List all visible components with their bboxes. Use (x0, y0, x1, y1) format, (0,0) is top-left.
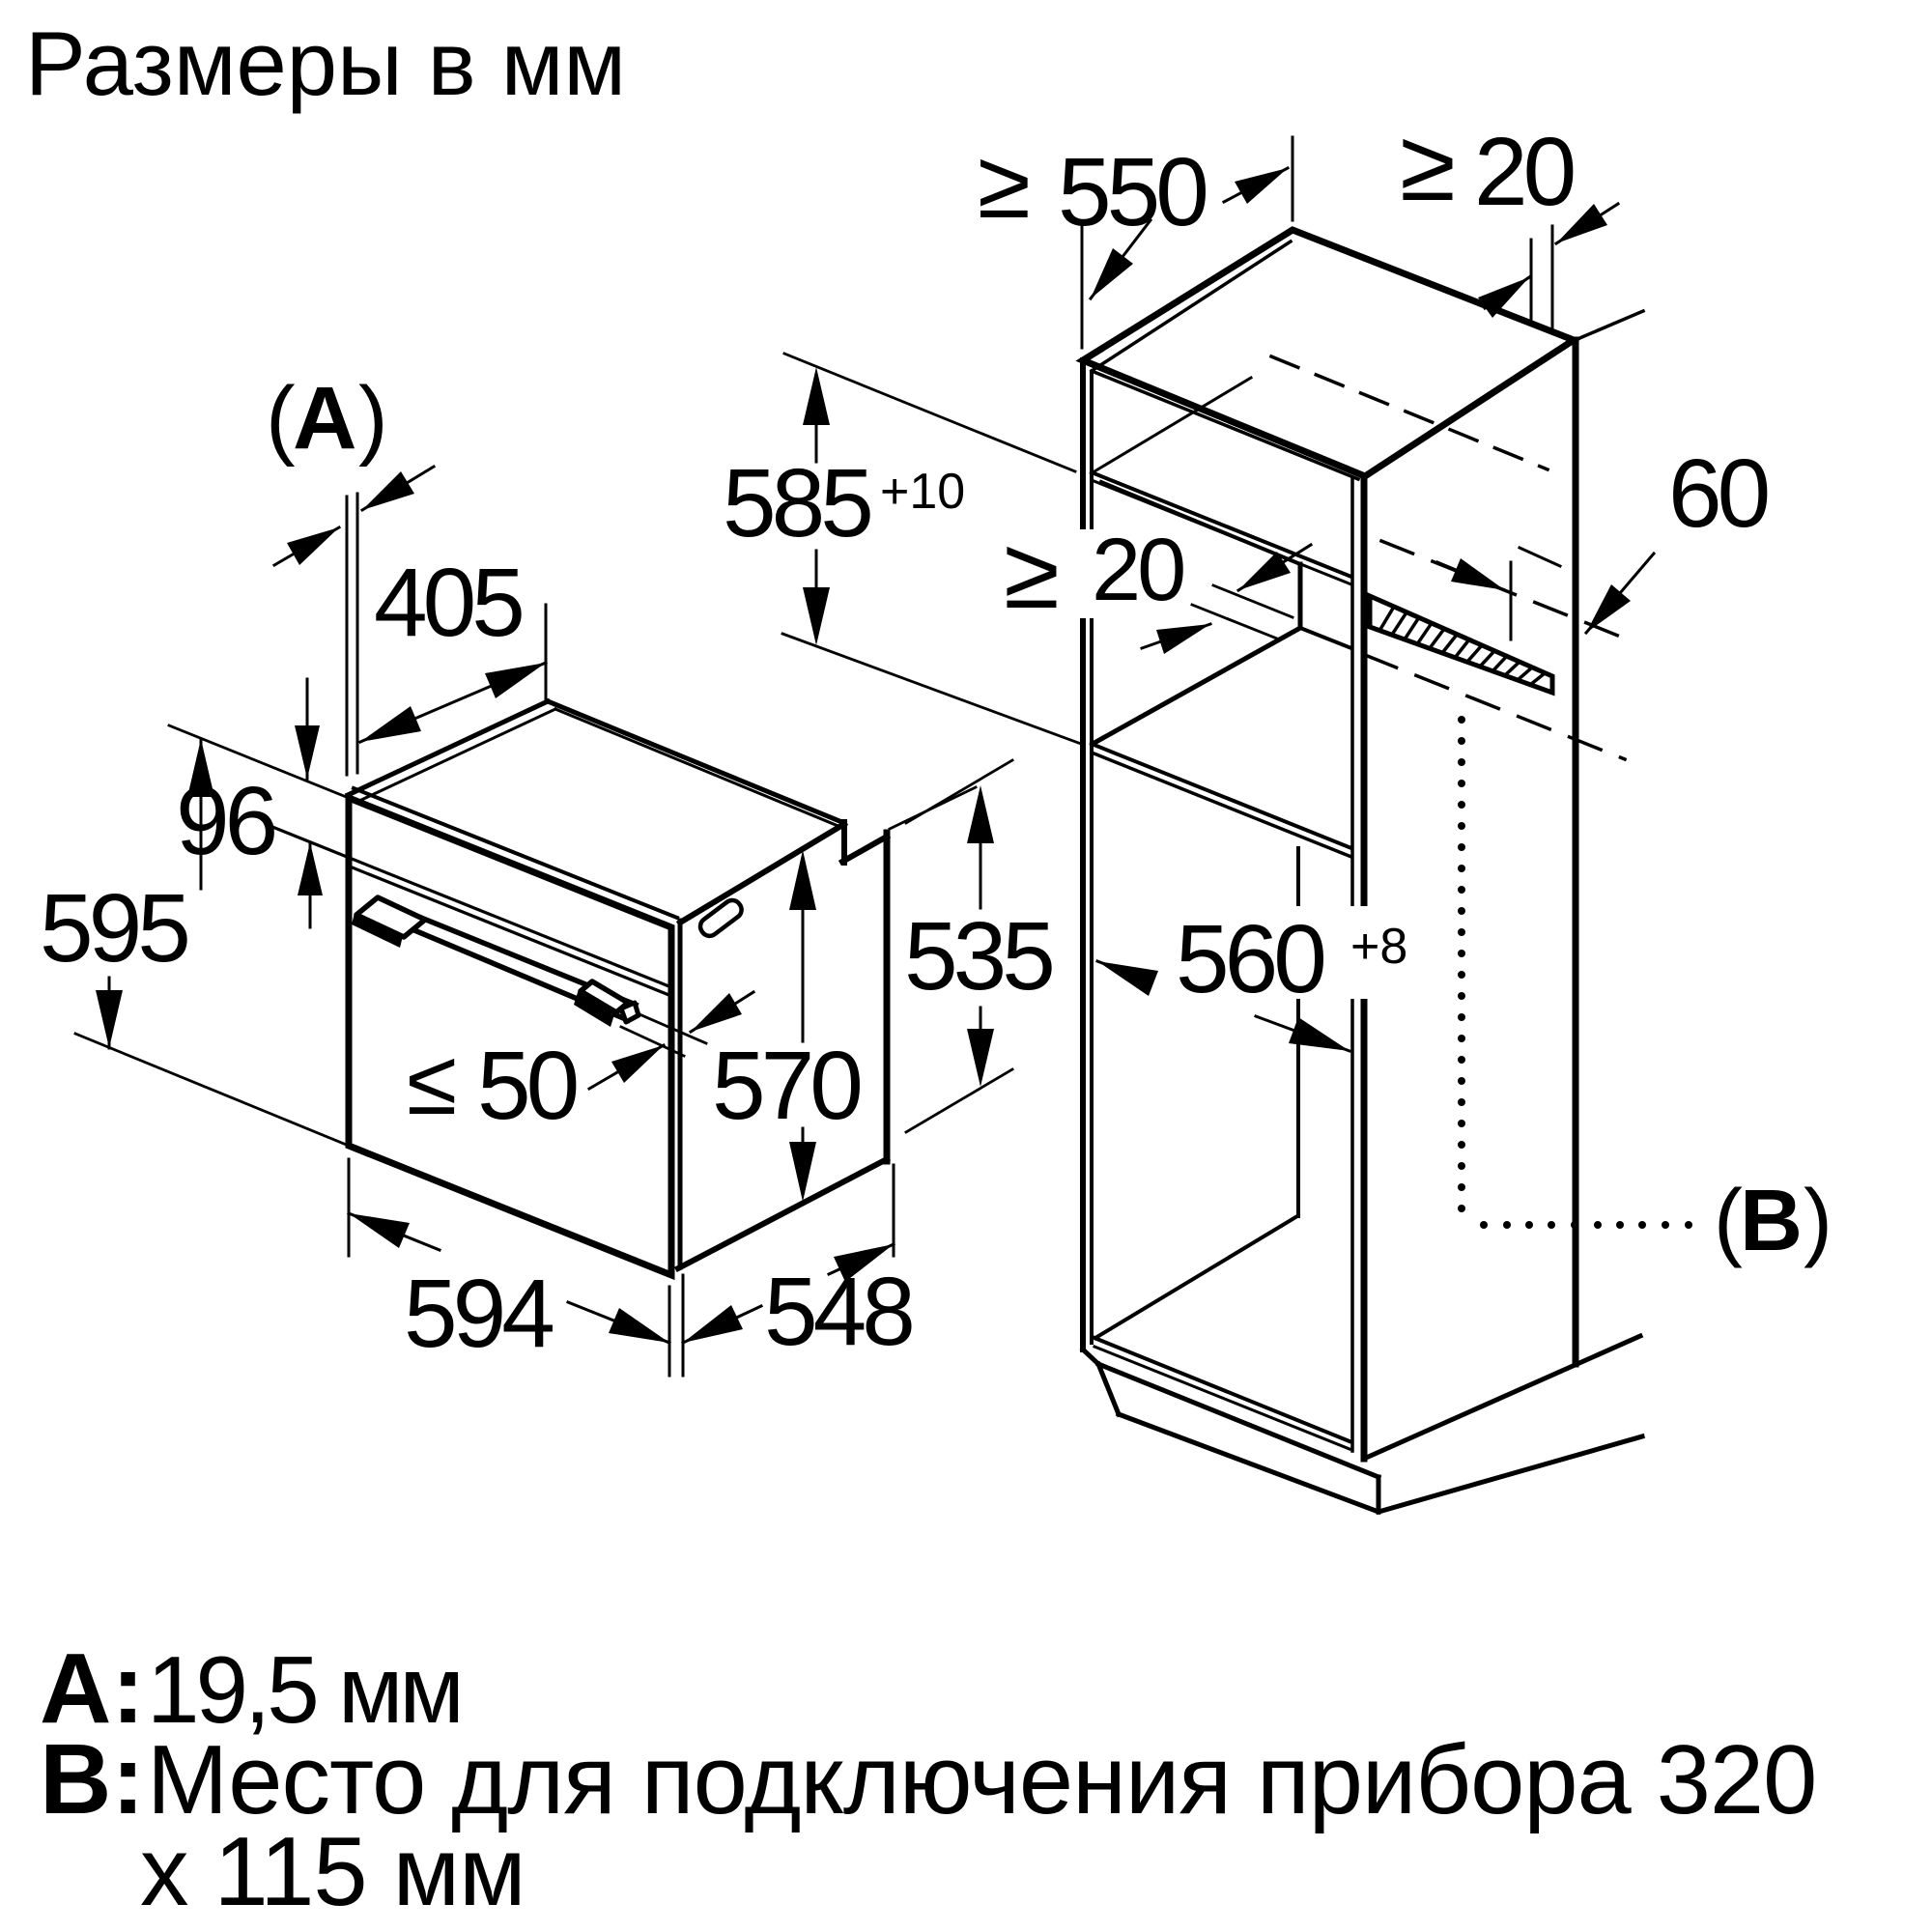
svg-text:): ) (1804, 1173, 1833, 1269)
svg-text:+8: +8 (1350, 919, 1407, 975)
svg-text:535: 535 (904, 902, 1052, 1010)
svg-text:Место для подключения прибора: Место для подключения прибора 320 (147, 1726, 1816, 1834)
svg-text:A:: A: (40, 1633, 145, 1744)
svg-text:585: 585 (723, 449, 870, 557)
svg-text:19,5 мм: 19,5 мм (147, 1636, 461, 1743)
svg-text:≥: ≥ (978, 130, 1031, 239)
svg-text:): ) (358, 369, 388, 468)
svg-text:20: 20 (1474, 118, 1574, 226)
svg-text:560: 560 (1176, 905, 1323, 1013)
svg-text:96: 96 (176, 767, 275, 875)
svg-text:60: 60 (1668, 440, 1768, 548)
svg-text:B:: B: (40, 1723, 145, 1834)
svg-text:20: 20 (1092, 521, 1183, 619)
svg-text:550: 550 (1058, 138, 1206, 246)
svg-text:570: 570 (712, 1032, 860, 1140)
svg-text:Размеры в мм: Размеры в мм (25, 13, 626, 114)
svg-text:≥: ≥ (1400, 109, 1456, 222)
svg-text:594: 594 (404, 1260, 553, 1368)
svg-text:405: 405 (374, 549, 522, 657)
svg-text:≤: ≤ (407, 1032, 457, 1134)
svg-text:595: 595 (40, 874, 187, 982)
svg-text:х 115 мм: х 115 мм (140, 1818, 526, 1926)
svg-text:≥: ≥ (1004, 517, 1060, 630)
svg-text:(: ( (1714, 1173, 1743, 1269)
svg-text:50: 50 (477, 1032, 577, 1140)
svg-text:548: 548 (764, 1258, 912, 1366)
svg-text:(: ( (266, 369, 296, 468)
svg-text:B: B (1740, 1173, 1803, 1269)
svg-text:+10: +10 (880, 464, 965, 520)
svg-text:A: A (293, 369, 356, 468)
